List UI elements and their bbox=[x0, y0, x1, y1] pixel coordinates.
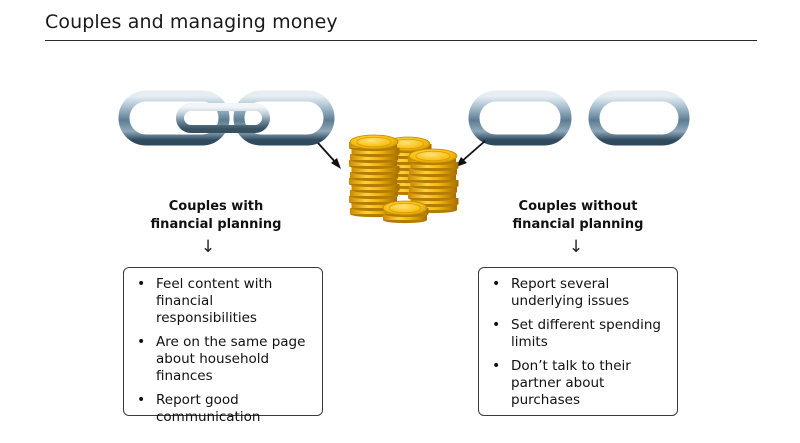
list-item: Feel content with financial responsibili… bbox=[132, 276, 312, 327]
linked-chain-icon bbox=[118, 90, 335, 146]
right-outcomes-box: Report several underlying issues Set dif… bbox=[478, 267, 678, 416]
right-heading: Couples without financial planning bbox=[512, 199, 644, 232]
coin-face-ring bbox=[415, 150, 451, 162]
right-pointer-arrow-icon bbox=[456, 140, 486, 167]
list-item: Set different spending limits bbox=[487, 317, 667, 351]
gold-coin-stacks-icon bbox=[349, 134, 459, 224]
left-outcomes-box: Feel content with financial responsibili… bbox=[123, 267, 323, 425]
coin-face-ring bbox=[388, 202, 422, 214]
list-item: Are on the same page about household fin… bbox=[132, 334, 312, 385]
left-down-arrow-icon: ↓ bbox=[200, 237, 216, 257]
right-down-arrow-icon: ↓ bbox=[568, 237, 584, 257]
list-item: Report several underlying issues bbox=[487, 276, 667, 310]
list-item: Don’t talk to their partner about purcha… bbox=[487, 358, 667, 409]
list-item: Report good communication bbox=[132, 392, 312, 426]
left-pointer-arrow-icon bbox=[317, 142, 341, 169]
page-title: Couples and managing money bbox=[45, 11, 338, 33]
title-divider bbox=[45, 40, 757, 41]
coin-face-ring bbox=[356, 136, 392, 148]
left-heading: Couples with financial planning bbox=[150, 199, 282, 232]
broken-chain-icon bbox=[468, 90, 690, 146]
